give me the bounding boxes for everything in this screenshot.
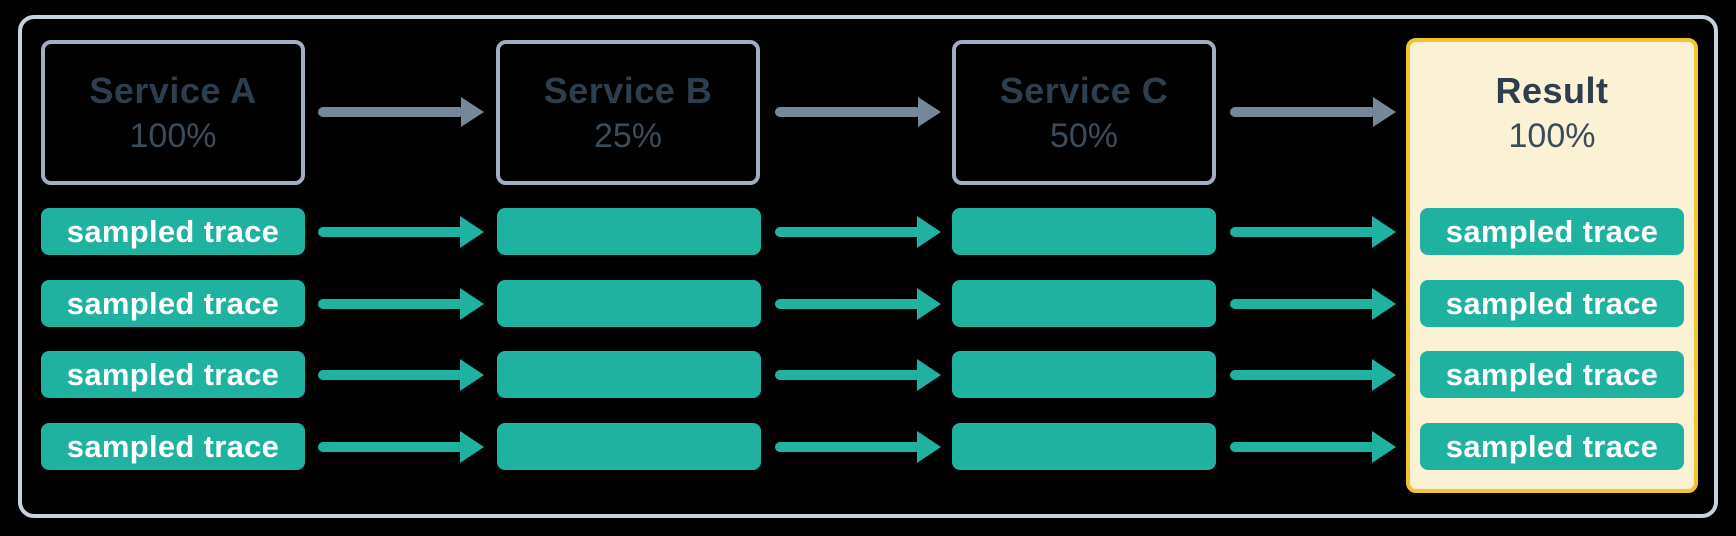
- result-header: Result 100%: [1406, 40, 1698, 185]
- result-trace-bar-4: sampled trace: [1420, 423, 1684, 470]
- trace-bar-c-4: [952, 423, 1216, 470]
- trace-bar-a-3: sampled trace: [41, 351, 305, 398]
- trace-flow-arrow-icon: [318, 288, 484, 320]
- service-flow-arrow-icon: [775, 97, 941, 127]
- result-trace-bar-1: sampled trace: [1420, 208, 1684, 255]
- trace-bar-c-2: [952, 280, 1216, 327]
- trace-bar-a-2: sampled trace: [41, 280, 305, 327]
- trace-flow-arrow-icon: [1230, 359, 1396, 391]
- service-a-rate: 100%: [129, 116, 217, 155]
- trace-flow-arrow-icon: [775, 216, 941, 248]
- diagram-frame: [18, 15, 1718, 518]
- service-flow-arrow-icon: [318, 97, 484, 127]
- trace-flow-arrow-icon: [318, 359, 484, 391]
- trace-flow-arrow-icon: [1230, 216, 1396, 248]
- service-c-rate: 50%: [1049, 116, 1119, 155]
- result-title: Result: [1495, 69, 1609, 111]
- trace-flow-arrow-icon: [775, 431, 941, 463]
- trace-bar-a-1: sampled trace: [41, 208, 305, 255]
- result-trace-bar-2: sampled trace: [1420, 280, 1684, 327]
- service-c-box: Service C 50%: [952, 40, 1216, 185]
- result-trace-bar-3: sampled trace: [1420, 351, 1684, 398]
- result-box: [1406, 38, 1698, 493]
- service-b-rate: 25%: [593, 116, 663, 155]
- trace-flow-arrow-icon: [775, 359, 941, 391]
- service-flow-arrow-icon: [1230, 97, 1396, 127]
- trace-flow-arrow-icon: [318, 431, 484, 463]
- trace-bar-a-4: sampled trace: [41, 423, 305, 470]
- service-c-title: Service C: [999, 69, 1169, 111]
- trace-bar-b-1: [497, 208, 761, 255]
- service-b-box: Service B 25%: [496, 40, 760, 185]
- result-rate: 100%: [1508, 116, 1596, 155]
- trace-bar-b-4: [497, 423, 761, 470]
- trace-flow-arrow-icon: [775, 288, 941, 320]
- trace-flow-arrow-icon: [318, 216, 484, 248]
- service-b-title: Service B: [543, 69, 713, 111]
- service-a-box: Service A 100%: [41, 40, 305, 185]
- trace-flow-arrow-icon: [1230, 288, 1396, 320]
- service-a-title: Service A: [89, 69, 257, 111]
- trace-bar-c-1: [952, 208, 1216, 255]
- trace-bar-c-3: [952, 351, 1216, 398]
- trace-flow-arrow-icon: [1230, 431, 1396, 463]
- trace-bar-b-3: [497, 351, 761, 398]
- trace-bar-b-2: [497, 280, 761, 327]
